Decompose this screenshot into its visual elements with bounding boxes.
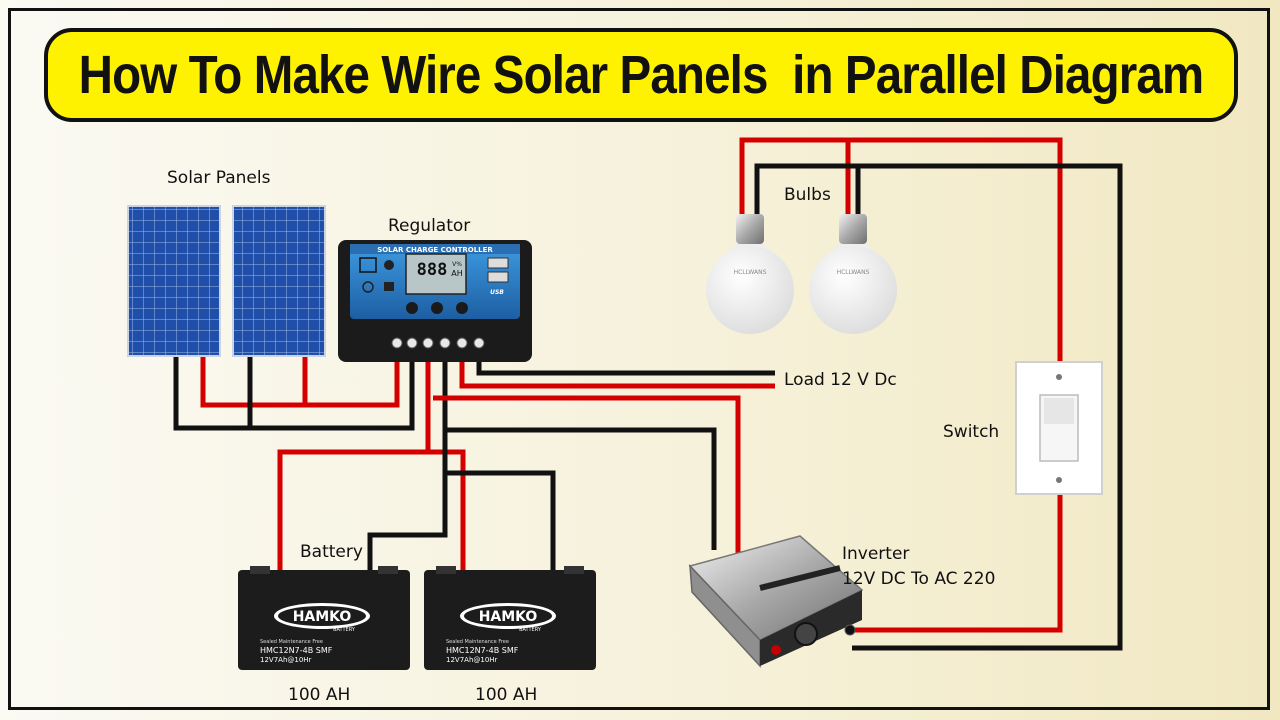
battery-negative-parallel bbox=[367, 473, 448, 570]
switch-to-inverter-wire bbox=[852, 492, 1063, 633]
battery2-sub: BATTERY bbox=[519, 627, 542, 633]
battery-positive-parallel bbox=[428, 449, 466, 570]
inverter-spec-label: 12V DC To AC 220 bbox=[842, 569, 996, 589]
battery1-capacity-label: 100 AH bbox=[288, 685, 351, 705]
panel-positive-to-regulator bbox=[305, 345, 400, 408]
bulb1-brand: HCLLWANS bbox=[734, 269, 767, 276]
battery2-capacity-label: 100 AH bbox=[475, 685, 538, 705]
switch-icon[interactable] bbox=[1015, 361, 1103, 495]
battery-icon: HAMKO BATTERY Sealed Maintenance Free HM… bbox=[238, 566, 410, 670]
battery1-line1: Sealed Maintenance Free bbox=[260, 639, 323, 645]
battery2-rating: 12V7Ah@10Hr bbox=[446, 656, 498, 664]
battery1-rating: 12V7Ah@10Hr bbox=[260, 656, 312, 664]
battery1-model: HMC12N7-4B SMF bbox=[260, 646, 333, 655]
regulator-label: Regulator bbox=[388, 216, 471, 236]
bulb-icon: HCLLWANS bbox=[706, 214, 794, 334]
controller-unit-bottom: AH bbox=[451, 269, 463, 278]
load-label: Load 12 V Dc bbox=[784, 370, 897, 390]
bulb-icon: HCLLWANS bbox=[809, 214, 897, 334]
bulb2-brand: HCLLWANS bbox=[837, 269, 870, 276]
controller-usb-label: USB bbox=[490, 289, 504, 296]
battery-negative-wire bbox=[442, 345, 556, 570]
battery1-sub: BATTERY bbox=[333, 627, 356, 633]
charge-controller-icon: SOLAR CHARGE CONTROLLER 888 V% AH USB bbox=[338, 240, 532, 362]
page-title: How To Make Wire Solar Panels in Paralle… bbox=[78, 45, 1204, 105]
inverter-negative-wire bbox=[445, 427, 717, 550]
inverter-positive-wire bbox=[433, 395, 741, 555]
battery2-line1: Sealed Maintenance Free bbox=[446, 639, 509, 645]
bulb-black-wire bbox=[754, 163, 1123, 651]
battery1-brand: HAMKO bbox=[293, 609, 352, 625]
panel-negative-wire bbox=[173, 355, 253, 431]
inverter-icon bbox=[688, 535, 864, 668]
switch-label: Switch bbox=[943, 422, 1000, 442]
solar-panels-label: Solar Panels bbox=[167, 168, 271, 188]
solar-panel-icon bbox=[127, 205, 326, 357]
title-banner: How To Make Wire Solar Panels in Paralle… bbox=[44, 28, 1238, 122]
battery-positive-wire bbox=[277, 345, 431, 570]
battery2-brand: HAMKO bbox=[479, 609, 538, 625]
battery-icon: HAMKO BATTERY Sealed Maintenance Free HM… bbox=[424, 566, 596, 670]
inverter-label: Inverter bbox=[842, 544, 910, 564]
controller-unit-top: V% bbox=[452, 261, 462, 268]
bulbs-label: Bulbs bbox=[784, 185, 831, 205]
outer-frame bbox=[8, 8, 1270, 710]
panel-negative-to-regulator bbox=[250, 345, 415, 431]
controller-header-text: SOLAR CHARGE CONTROLLER bbox=[377, 246, 493, 254]
panel-positive-wire bbox=[200, 355, 308, 408]
bulb-red-wire bbox=[739, 137, 1063, 365]
battery2-model: HMC12N7-4B SMF bbox=[446, 646, 519, 655]
controller-display-digits: 888 bbox=[417, 260, 448, 280]
battery-label: Battery bbox=[300, 542, 363, 562]
